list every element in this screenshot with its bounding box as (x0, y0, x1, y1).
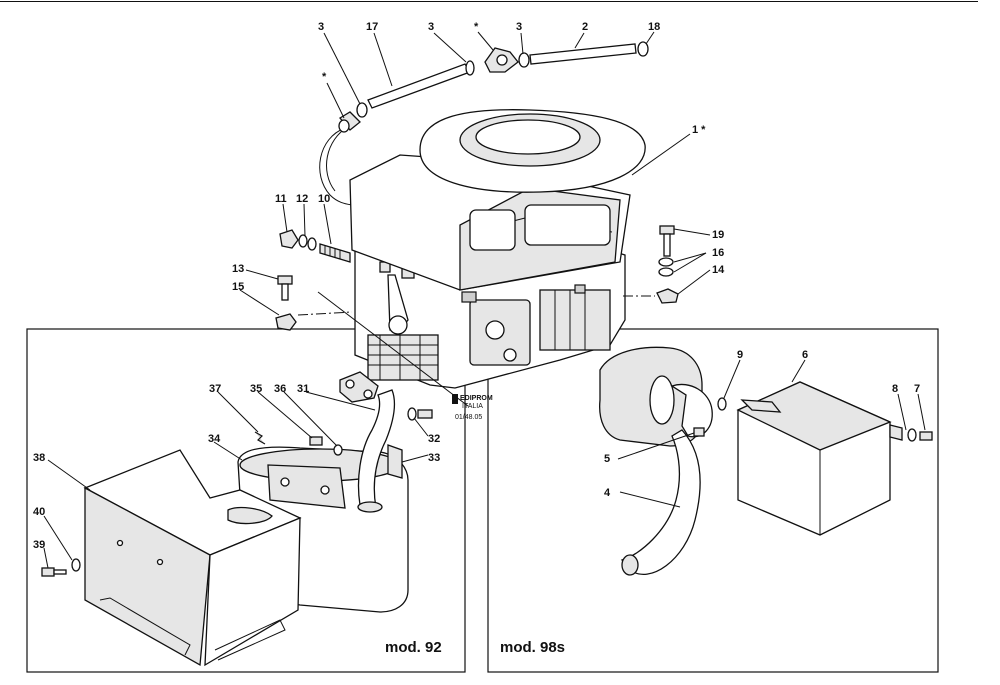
label-7: 7 (914, 383, 920, 395)
label-5: 5 (604, 453, 610, 465)
label-10: 10 (318, 193, 330, 205)
right-hardware (623, 225, 679, 304)
label-13: 13 (232, 263, 244, 275)
label-star-left: * (322, 71, 327, 83)
label-37: 37 (209, 383, 221, 395)
label-1: 1 * (692, 124, 706, 136)
label-38: 38 (33, 452, 45, 464)
ediprom-watermark: EDIPROM ITALIA 01/48.05 (452, 394, 493, 421)
label-12: 12 (296, 193, 308, 205)
model-label-left: mod. 92 (385, 639, 442, 656)
bolt-13-nut-15 (275, 275, 353, 331)
label-6: 6 (802, 349, 808, 361)
label-18: 18 (648, 21, 660, 33)
label-4: 4 (604, 487, 611, 499)
leader-lines (43, 31, 926, 569)
label-3-middle: 3 (428, 21, 434, 33)
label-15: 15 (232, 281, 244, 293)
label-35: 35 (250, 383, 262, 395)
label-14: 14 (712, 264, 725, 276)
label-32: 32 (428, 433, 440, 445)
label-16: 16 (712, 247, 724, 259)
label-9: 9 (737, 349, 743, 361)
label-33: 33 (428, 452, 440, 464)
watermark-code: 01/48.05 (455, 414, 482, 421)
label-19: 19 (712, 229, 724, 241)
label-39: 39 (33, 539, 45, 551)
label-3-left: 3 (318, 21, 324, 33)
label-8: 8 (892, 383, 898, 395)
label-34: 34 (208, 433, 221, 445)
label-40: 40 (33, 506, 45, 518)
model-label-right: mod. 98s (500, 639, 565, 656)
label-31: 31 (297, 383, 309, 395)
muffler-mod-92 (41, 371, 433, 667)
label-2: 2 (582, 21, 588, 33)
label-11: 11 (275, 193, 287, 205)
label-17: 17 (366, 21, 378, 33)
label-36: 36 (274, 383, 286, 395)
fuel-line-parts (338, 41, 649, 133)
inset-frame-mod-92 (26, 328, 466, 673)
label-3-right: 3 (516, 21, 522, 33)
callout-labels: 3 17 3 * 3 2 18 * 1 * 11 12 10 19 16 14 … (33, 21, 920, 551)
watermark-brand: EDIPROM (460, 395, 493, 402)
left-hardware (279, 229, 351, 263)
inset-frame-mod-98s (487, 328, 939, 673)
label-star-top: * (474, 21, 479, 33)
engine (319, 109, 646, 389)
muffler-mod-98s (599, 346, 933, 576)
watermark-sub: ITALIA (462, 403, 483, 410)
